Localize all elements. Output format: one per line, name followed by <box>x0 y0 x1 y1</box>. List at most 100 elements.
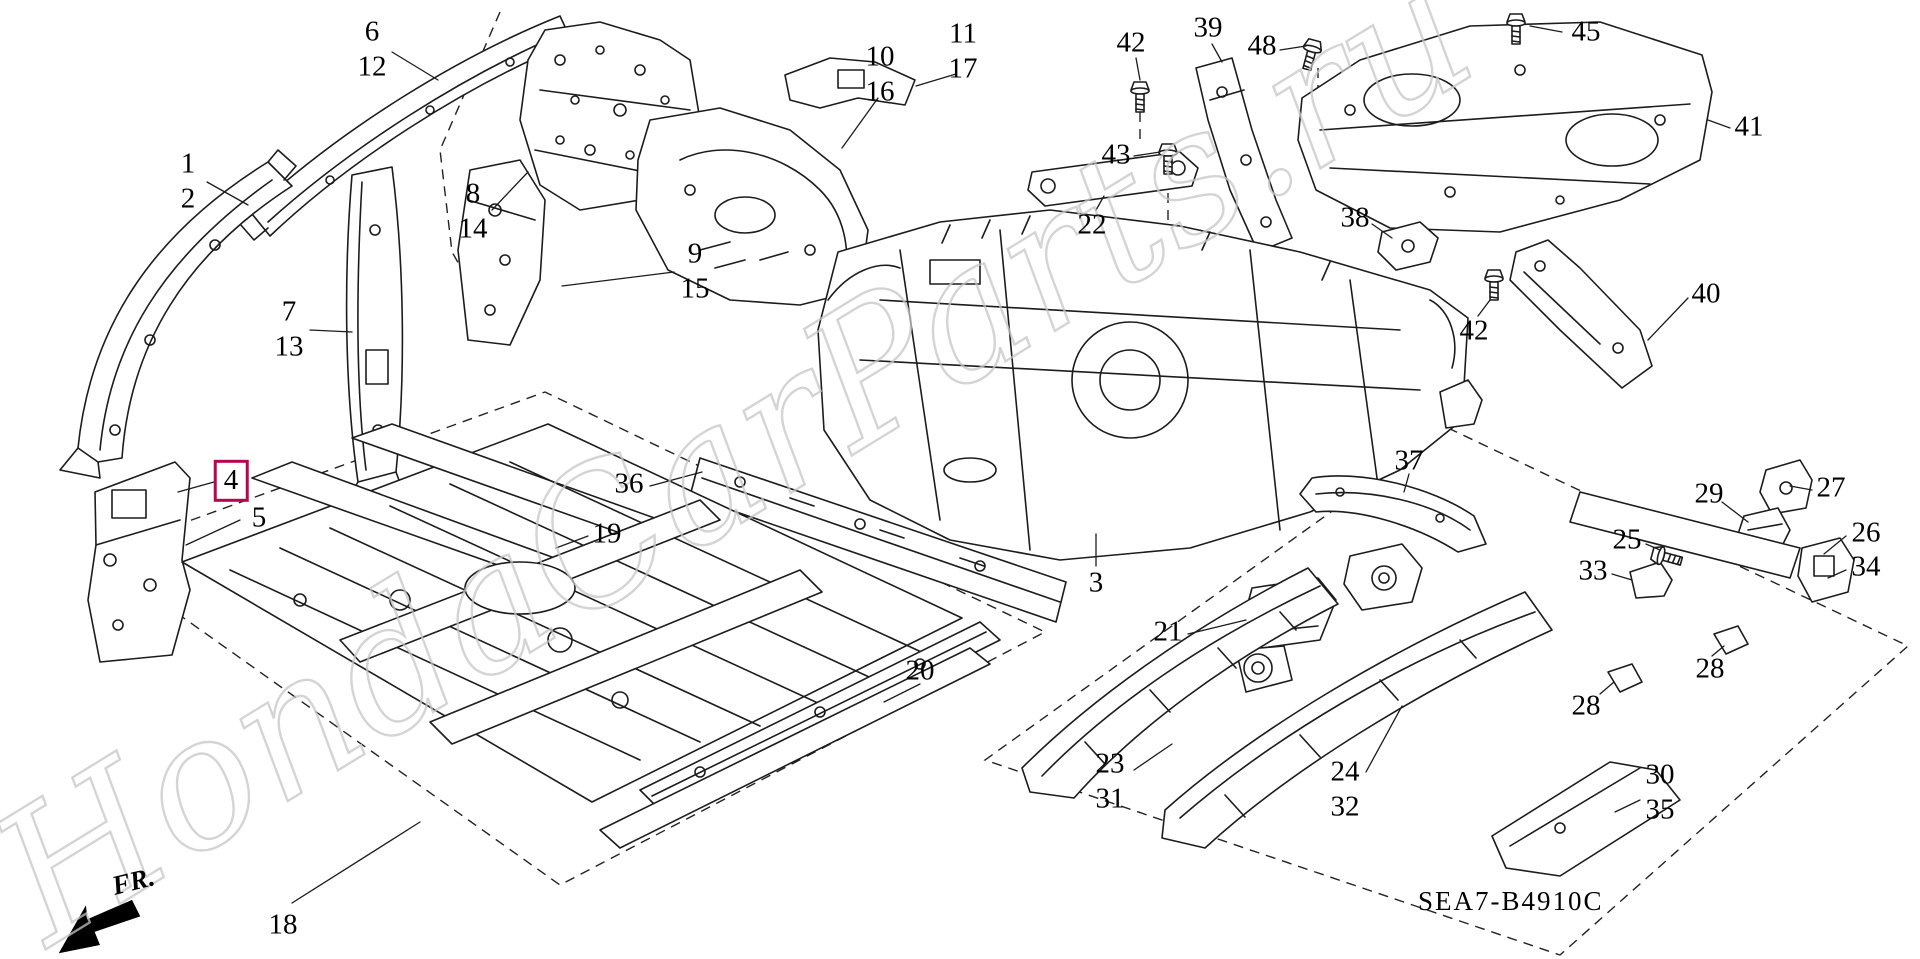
part-rear-floor-pan <box>817 209 1469 561</box>
callout-18[interactable]: 18 <box>269 907 298 942</box>
callout-10-16[interactable]: 10 16 <box>866 40 895 111</box>
callout-number[interactable]: 31 <box>1095 783 1125 815</box>
callout-number[interactable]: 3 <box>1088 566 1104 599</box>
callout-20[interactable]: 20 <box>906 653 935 688</box>
callout-number[interactable]: 11 <box>949 17 977 50</box>
callout-number[interactable]: 27 <box>1816 471 1846 504</box>
callout-27[interactable]: 27 <box>1817 470 1846 505</box>
callout-number[interactable]: 38 <box>1340 201 1370 234</box>
callout-43[interactable]: 43 <box>1102 137 1131 172</box>
callout-number[interactable]: 21 <box>1153 615 1183 648</box>
callout-number[interactable]: 30 <box>1645 758 1675 791</box>
part-gusset <box>784 57 916 109</box>
callout-number[interactable]: 9 <box>687 237 703 270</box>
callout-number[interactable]: 42 <box>1459 314 1489 347</box>
callout-number[interactable]: 15 <box>680 273 710 305</box>
callout-number[interactable]: 33 <box>1578 554 1608 587</box>
part-small-brackets <box>1235 379 1855 693</box>
leader-lines <box>177 25 1847 904</box>
callout-28a[interactable]: 28 <box>1696 651 1725 686</box>
callout-number[interactable]: 45 <box>1571 15 1601 48</box>
callout-34[interactable]: 34 <box>1852 549 1881 584</box>
callout-40[interactable]: 40 <box>1692 276 1721 311</box>
callout-number[interactable]: 36 <box>614 467 644 500</box>
callout-number[interactable]: 28 <box>1695 652 1725 685</box>
callout-4-selected[interactable]: 4 <box>213 459 249 503</box>
part-front-pillar <box>59 149 297 479</box>
callout-number[interactable]: 48 <box>1247 29 1277 62</box>
callout-number[interactable]: 34 <box>1851 550 1881 583</box>
callout-number[interactable]: 39 <box>1193 11 1223 44</box>
callout-9-15[interactable]: 9 15 <box>681 237 710 308</box>
callout-8-14[interactable]: 8 14 <box>459 177 488 248</box>
callout-29[interactable]: 29 <box>1695 476 1724 511</box>
callout-37[interactable]: 37 <box>1395 443 1424 478</box>
callout-22[interactable]: 22 <box>1078 207 1107 242</box>
callout-11-17[interactable]: 11 17 <box>949 17 978 88</box>
callout-number[interactable]: 26 <box>1851 516 1881 549</box>
part-center-pillar <box>339 166 409 513</box>
callout-number[interactable]: 22 <box>1077 208 1107 241</box>
callout-number[interactable]: 10 <box>865 40 895 73</box>
part-dashboard-bracket <box>87 461 191 663</box>
callout-number[interactable]: 23 <box>1095 747 1125 780</box>
part-brace <box>1195 57 1293 253</box>
callout-36[interactable]: 36 <box>615 466 644 501</box>
callout-30-35[interactable]: 30 35 <box>1646 758 1675 829</box>
part-cross-member-37 <box>1299 475 1487 553</box>
callout-number[interactable]: 43 <box>1101 138 1131 171</box>
callout-21[interactable]: 21 <box>1154 614 1183 649</box>
callout-28b[interactable]: 28 <box>1572 688 1601 723</box>
callout-1-2[interactable]: 1 2 <box>181 147 196 218</box>
callout-number[interactable]: 2 <box>180 183 196 215</box>
callout-number[interactable]: 1 <box>180 147 196 180</box>
callout-24-32[interactable]: 24 32 <box>1331 755 1360 826</box>
callout-number[interactable]: 6 <box>364 15 380 48</box>
callout-number[interactable]: 28 <box>1571 689 1601 722</box>
callout-41[interactable]: 41 <box>1735 109 1764 144</box>
diagram-code: SEA7-B4910C <box>1418 886 1604 916</box>
callout-number[interactable]: 7 <box>281 295 297 328</box>
callout-23-31[interactable]: 23 31 <box>1096 747 1125 818</box>
callout-number[interactable]: 5 <box>251 501 267 534</box>
callout-number[interactable]: 25 <box>1612 523 1642 556</box>
callout-number[interactable]: 40 <box>1691 277 1721 310</box>
part-rear-shelf <box>1297 21 1713 233</box>
callout-number[interactable]: 29 <box>1694 477 1724 510</box>
callout-number[interactable]: 19 <box>592 517 622 550</box>
part-bracket-38 <box>1377 221 1439 271</box>
callout-7-13[interactable]: 7 13 <box>275 295 304 366</box>
callout-42a[interactable]: 42 <box>1117 25 1146 60</box>
callout-number[interactable]: 13 <box>274 331 304 363</box>
callout-38[interactable]: 38 <box>1341 200 1370 235</box>
callout-39[interactable]: 39 <box>1194 10 1223 45</box>
callout-42b[interactable]: 42 <box>1460 313 1489 348</box>
callout-number[interactable]: 32 <box>1330 791 1360 823</box>
callout-number[interactable]: 17 <box>948 53 978 85</box>
callout-45[interactable]: 45 <box>1572 14 1601 49</box>
callout-number[interactable]: 41 <box>1734 110 1764 143</box>
part-rear-frame-extension <box>1491 761 1681 877</box>
callout-6-12[interactable]: 6 12 <box>358 15 387 86</box>
callout-number[interactable]: 42 <box>1116 26 1146 59</box>
callout-number[interactable]: 35 <box>1645 794 1675 826</box>
callout-5[interactable]: 5 <box>252 500 267 535</box>
callout-33[interactable]: 33 <box>1579 553 1608 588</box>
callout-number[interactable]: 18 <box>268 908 298 941</box>
part-rear-frame-rail-left <box>1021 567 1339 799</box>
callout-number[interactable]: 8 <box>465 177 481 210</box>
callout-number[interactable]: 14 <box>458 213 488 245</box>
callout-48[interactable]: 48 <box>1248 28 1277 63</box>
callout-25[interactable]: 25 <box>1613 522 1642 557</box>
callout-26[interactable]: 26 <box>1852 515 1881 550</box>
callout-number[interactable]: 20 <box>905 654 935 687</box>
callout-number[interactable]: 37 <box>1394 444 1424 477</box>
callout-number[interactable]: 12 <box>357 51 387 83</box>
callout-number[interactable]: 16 <box>865 76 895 108</box>
callout-19[interactable]: 19 <box>593 516 622 551</box>
callout-3[interactable]: 3 <box>1089 565 1104 600</box>
callout-number[interactable]: 24 <box>1330 755 1360 788</box>
part-quarter-pillar <box>457 159 546 346</box>
callout-number-highlighted[interactable]: 4 <box>213 459 249 503</box>
